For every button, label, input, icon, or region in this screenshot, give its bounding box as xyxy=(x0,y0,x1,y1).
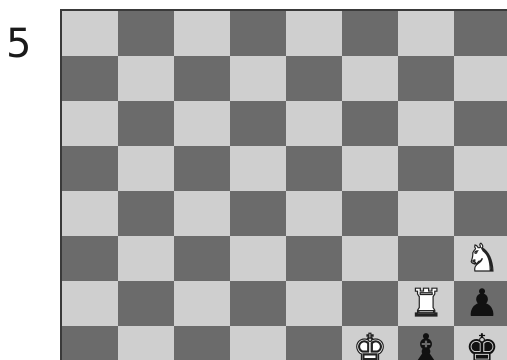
square-a2[interactable] xyxy=(62,281,118,326)
square-h2[interactable]: ♟ xyxy=(454,281,507,326)
black-bishop-icon[interactable]: ♝ xyxy=(409,326,443,360)
square-a1[interactable] xyxy=(62,326,118,360)
chess-board: ♞♜♟♚♝♚ xyxy=(60,9,507,360)
white-rook-icon[interactable]: ♜ xyxy=(409,281,443,326)
square-h5[interactable] xyxy=(454,146,507,191)
square-d5[interactable] xyxy=(230,146,286,191)
square-b1[interactable] xyxy=(118,326,174,360)
square-b7[interactable] xyxy=(118,56,174,101)
square-a8[interactable] xyxy=(62,11,118,56)
square-g7[interactable] xyxy=(398,56,454,101)
square-c8[interactable] xyxy=(174,11,230,56)
square-c7[interactable] xyxy=(174,56,230,101)
square-b5[interactable] xyxy=(118,146,174,191)
square-a4[interactable] xyxy=(62,191,118,236)
square-e5[interactable] xyxy=(286,146,342,191)
square-e6[interactable] xyxy=(286,101,342,146)
square-g1[interactable]: ♝ xyxy=(398,326,454,360)
black-king-icon[interactable]: ♚ xyxy=(465,326,499,360)
square-b2[interactable] xyxy=(118,281,174,326)
square-c1[interactable] xyxy=(174,326,230,360)
square-h7[interactable] xyxy=(454,56,507,101)
square-h8[interactable] xyxy=(454,11,507,56)
square-d3[interactable] xyxy=(230,236,286,281)
square-f6[interactable] xyxy=(342,101,398,146)
square-b4[interactable] xyxy=(118,191,174,236)
square-f1[interactable]: ♚ xyxy=(342,326,398,360)
square-g5[interactable] xyxy=(398,146,454,191)
square-h1[interactable]: ♚ xyxy=(454,326,507,360)
square-g2[interactable]: ♜ xyxy=(398,281,454,326)
square-d8[interactable] xyxy=(230,11,286,56)
square-g8[interactable] xyxy=(398,11,454,56)
square-c4[interactable] xyxy=(174,191,230,236)
square-g6[interactable] xyxy=(398,101,454,146)
square-e4[interactable] xyxy=(286,191,342,236)
square-a6[interactable] xyxy=(62,101,118,146)
square-d6[interactable] xyxy=(230,101,286,146)
white-king-icon[interactable]: ♚ xyxy=(353,326,387,360)
square-h3[interactable]: ♞ xyxy=(454,236,507,281)
square-e2[interactable] xyxy=(286,281,342,326)
square-h4[interactable] xyxy=(454,191,507,236)
square-f5[interactable] xyxy=(342,146,398,191)
square-c2[interactable] xyxy=(174,281,230,326)
square-a7[interactable] xyxy=(62,56,118,101)
square-d4[interactable] xyxy=(230,191,286,236)
square-f4[interactable] xyxy=(342,191,398,236)
square-c3[interactable] xyxy=(174,236,230,281)
white-knight-icon[interactable]: ♞ xyxy=(465,236,499,281)
square-d1[interactable] xyxy=(230,326,286,360)
square-d2[interactable] xyxy=(230,281,286,326)
square-d7[interactable] xyxy=(230,56,286,101)
square-c6[interactable] xyxy=(174,101,230,146)
square-f7[interactable] xyxy=(342,56,398,101)
puzzle-number: 5 xyxy=(6,22,31,66)
square-e7[interactable] xyxy=(286,56,342,101)
black-pawn-icon[interactable]: ♟ xyxy=(465,281,499,326)
square-b6[interactable] xyxy=(118,101,174,146)
square-e3[interactable] xyxy=(286,236,342,281)
square-e1[interactable] xyxy=(286,326,342,360)
square-g4[interactable] xyxy=(398,191,454,236)
square-b8[interactable] xyxy=(118,11,174,56)
square-a3[interactable] xyxy=(62,236,118,281)
square-f8[interactable] xyxy=(342,11,398,56)
square-c5[interactable] xyxy=(174,146,230,191)
square-e8[interactable] xyxy=(286,11,342,56)
square-f3[interactable] xyxy=(342,236,398,281)
square-h6[interactable] xyxy=(454,101,507,146)
square-b3[interactable] xyxy=(118,236,174,281)
square-g3[interactable] xyxy=(398,236,454,281)
square-a5[interactable] xyxy=(62,146,118,191)
square-f2[interactable] xyxy=(342,281,398,326)
